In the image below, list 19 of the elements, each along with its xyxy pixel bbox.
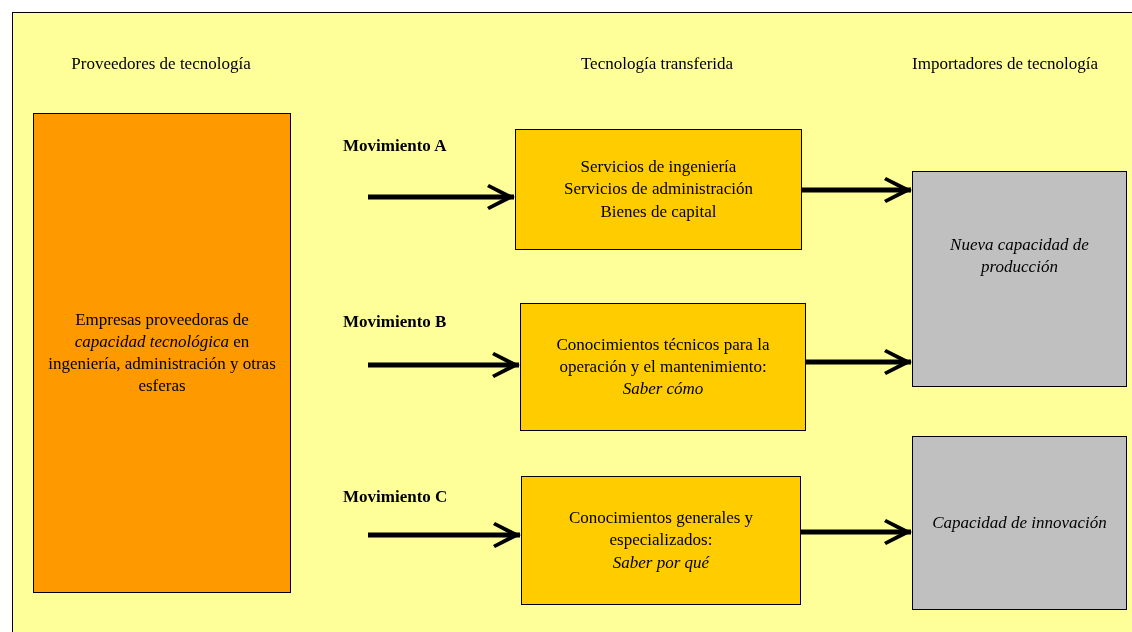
provider-box bbox=[33, 113, 291, 593]
node-text: Nueva capacidad de producción bbox=[949, 234, 1090, 279]
outcome-box bbox=[912, 436, 1127, 610]
technology-box bbox=[521, 476, 801, 605]
node-text: Saber por qué bbox=[612, 551, 710, 574]
node-text: Conocimientos generales y especializados: bbox=[567, 507, 755, 552]
column-heading: Proveedores de tecnología bbox=[71, 54, 251, 74]
technology-box bbox=[520, 303, 806, 431]
node-text: Empresas proveedoras de capacidad tecnológica en ingeniería, administración y otras esferas bbox=[48, 308, 276, 398]
node-text: Saber cómo bbox=[622, 378, 704, 401]
column-heading: Tecnología transferida bbox=[580, 54, 734, 74]
node-text: Conocimientos técnicos para la operación y el mantenimiento: bbox=[555, 333, 771, 378]
column-heading: Importadores de tecnología bbox=[912, 54, 1098, 74]
node-text: Bienes de capital bbox=[600, 200, 717, 223]
outcome-box bbox=[912, 171, 1127, 387]
node-text: Servicios de ingeniería bbox=[580, 156, 737, 179]
node-text: Capacidad de innovación bbox=[932, 511, 1107, 534]
technology-box bbox=[515, 129, 802, 250]
node-text: Servicios de administración bbox=[564, 178, 753, 201]
